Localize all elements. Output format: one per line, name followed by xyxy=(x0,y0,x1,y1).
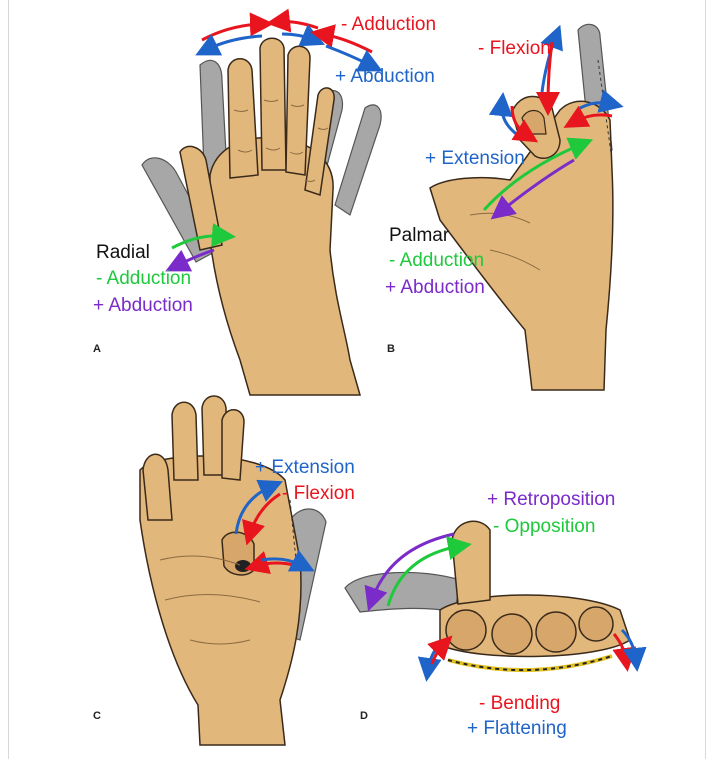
thumb-d xyxy=(452,521,490,604)
label-a-adduction: - Adduction xyxy=(341,15,436,34)
label-d-flattening: + Flattening xyxy=(467,719,567,738)
panel-c-hand xyxy=(140,396,326,745)
ghost-finger-far-right xyxy=(335,105,381,215)
label-d-retroposition: + Retroposition xyxy=(487,490,615,509)
label-b-palmar-adduction: - Adduction xyxy=(389,251,484,270)
label-d-bending: - Bending xyxy=(479,694,560,713)
label-a-radial-adduction: - Adduction xyxy=(96,269,191,288)
fingertip-d-1 xyxy=(446,610,486,650)
label-d-opposition: - Opposition xyxy=(493,517,595,536)
label-b-extension: + Extension xyxy=(425,149,525,168)
panel-d-hand xyxy=(345,521,630,670)
label-c-extension: + Extension xyxy=(255,458,355,477)
fingertip-d-4 xyxy=(579,607,613,641)
panel-b-hand xyxy=(430,24,613,390)
label-b-palmar: Palmar xyxy=(389,226,449,245)
finger-index xyxy=(228,59,258,178)
finger-c-4 xyxy=(222,410,244,480)
label-b-flexion: - Flexion xyxy=(478,39,551,58)
panel-a-hand xyxy=(142,38,381,395)
label-a-abduction: + Abduction xyxy=(335,67,435,86)
arch-band-d xyxy=(448,656,612,670)
arrow-a-top-red-right xyxy=(278,22,318,28)
panel-letter-c: C xyxy=(93,710,101,722)
fingertip-d-2 xyxy=(492,614,532,654)
panel-letter-b: B xyxy=(387,343,395,355)
arrow-a-red-outer xyxy=(322,34,372,52)
label-a-radial: Radial xyxy=(96,243,150,262)
finger-c-2 xyxy=(172,402,198,480)
label-a-radial-abduction: + Abduction xyxy=(93,296,193,315)
panel-letter-d: D xyxy=(360,710,368,722)
fingertip-d-3 xyxy=(536,612,576,652)
panel-letter-a: A xyxy=(93,343,101,355)
arrow-a-top-blue-right xyxy=(282,34,314,40)
arrow-a-top-blue-left xyxy=(206,36,262,50)
lateral-palm xyxy=(430,101,613,390)
finger-ring xyxy=(286,46,310,175)
label-b-palmar-abduction: + Abduction xyxy=(385,278,485,297)
label-c-flexion: - Flexion xyxy=(282,484,355,503)
